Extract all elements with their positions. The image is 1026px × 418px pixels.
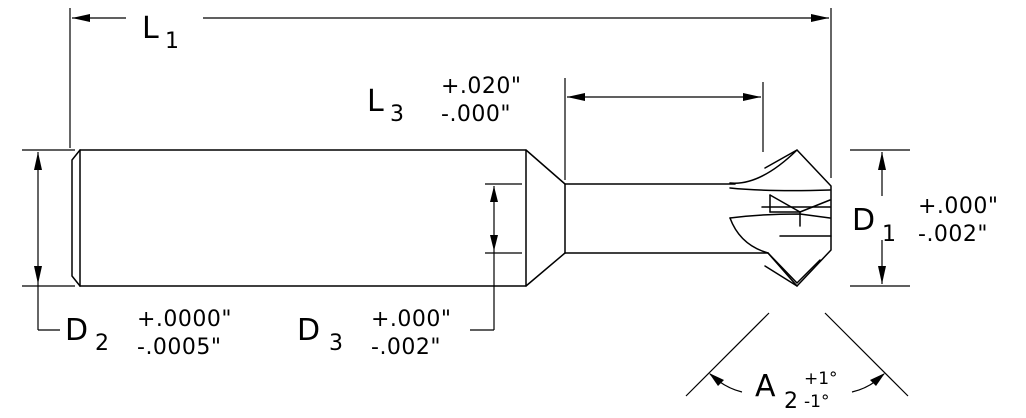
- label-A2-tol-plus: +1°: [804, 369, 838, 389]
- label-A2-tol-minus: -1°: [804, 392, 829, 412]
- label-L3-symbol: L: [367, 84, 384, 119]
- label-D1: D 1 +.000" -.002": [852, 194, 999, 247]
- label-D1-tol-minus: -.002": [918, 222, 988, 247]
- label-D2-tol-plus: +.0000": [137, 307, 232, 332]
- label-D1-tol-plus: +.000": [918, 194, 999, 219]
- label-D3-tol-minus: -.002": [371, 335, 441, 360]
- dimension-L3: [567, 93, 761, 101]
- label-L3-tol-minus: -.000": [441, 102, 511, 127]
- label-L1: L 1: [142, 11, 179, 54]
- dimension-D1: [878, 152, 886, 284]
- dimension-A2: [685, 312, 909, 397]
- label-A2: A 2 +1° -1°: [755, 369, 838, 414]
- label-D1-symbol: D: [852, 203, 875, 238]
- label-D2-index: 2: [95, 331, 109, 356]
- label-D3: D 3 +.000" -.002": [297, 307, 452, 360]
- dimension-D2: [34, 152, 60, 331]
- label-L3-tol-plus: +.020": [441, 74, 522, 99]
- tool-body: [71, 149, 769, 287]
- dimension-L1: [72, 14, 829, 22]
- label-L1-index: 1: [165, 29, 179, 54]
- label-D2-symbol: D: [65, 313, 88, 348]
- label-L3: L 3 +.020" -.000": [367, 74, 522, 127]
- label-D1-index: 1: [882, 222, 896, 247]
- label-A2-symbol: A: [755, 369, 776, 404]
- dimension-D3: [470, 186, 498, 331]
- extension-lines: [22, 8, 910, 287]
- label-L1-symbol: L: [142, 11, 159, 46]
- label-D3-symbol: D: [297, 313, 320, 348]
- label-L3-index: 3: [390, 102, 404, 127]
- label-D2: D 2 +.0000" -.0005": [65, 307, 232, 360]
- label-D3-tol-plus: +.000": [371, 307, 452, 332]
- label-D2-tol-minus: -.0005": [137, 335, 222, 360]
- label-A2-index: 2: [784, 389, 798, 414]
- cutting-head: [729, 149, 832, 287]
- label-D3-index: 3: [329, 331, 343, 356]
